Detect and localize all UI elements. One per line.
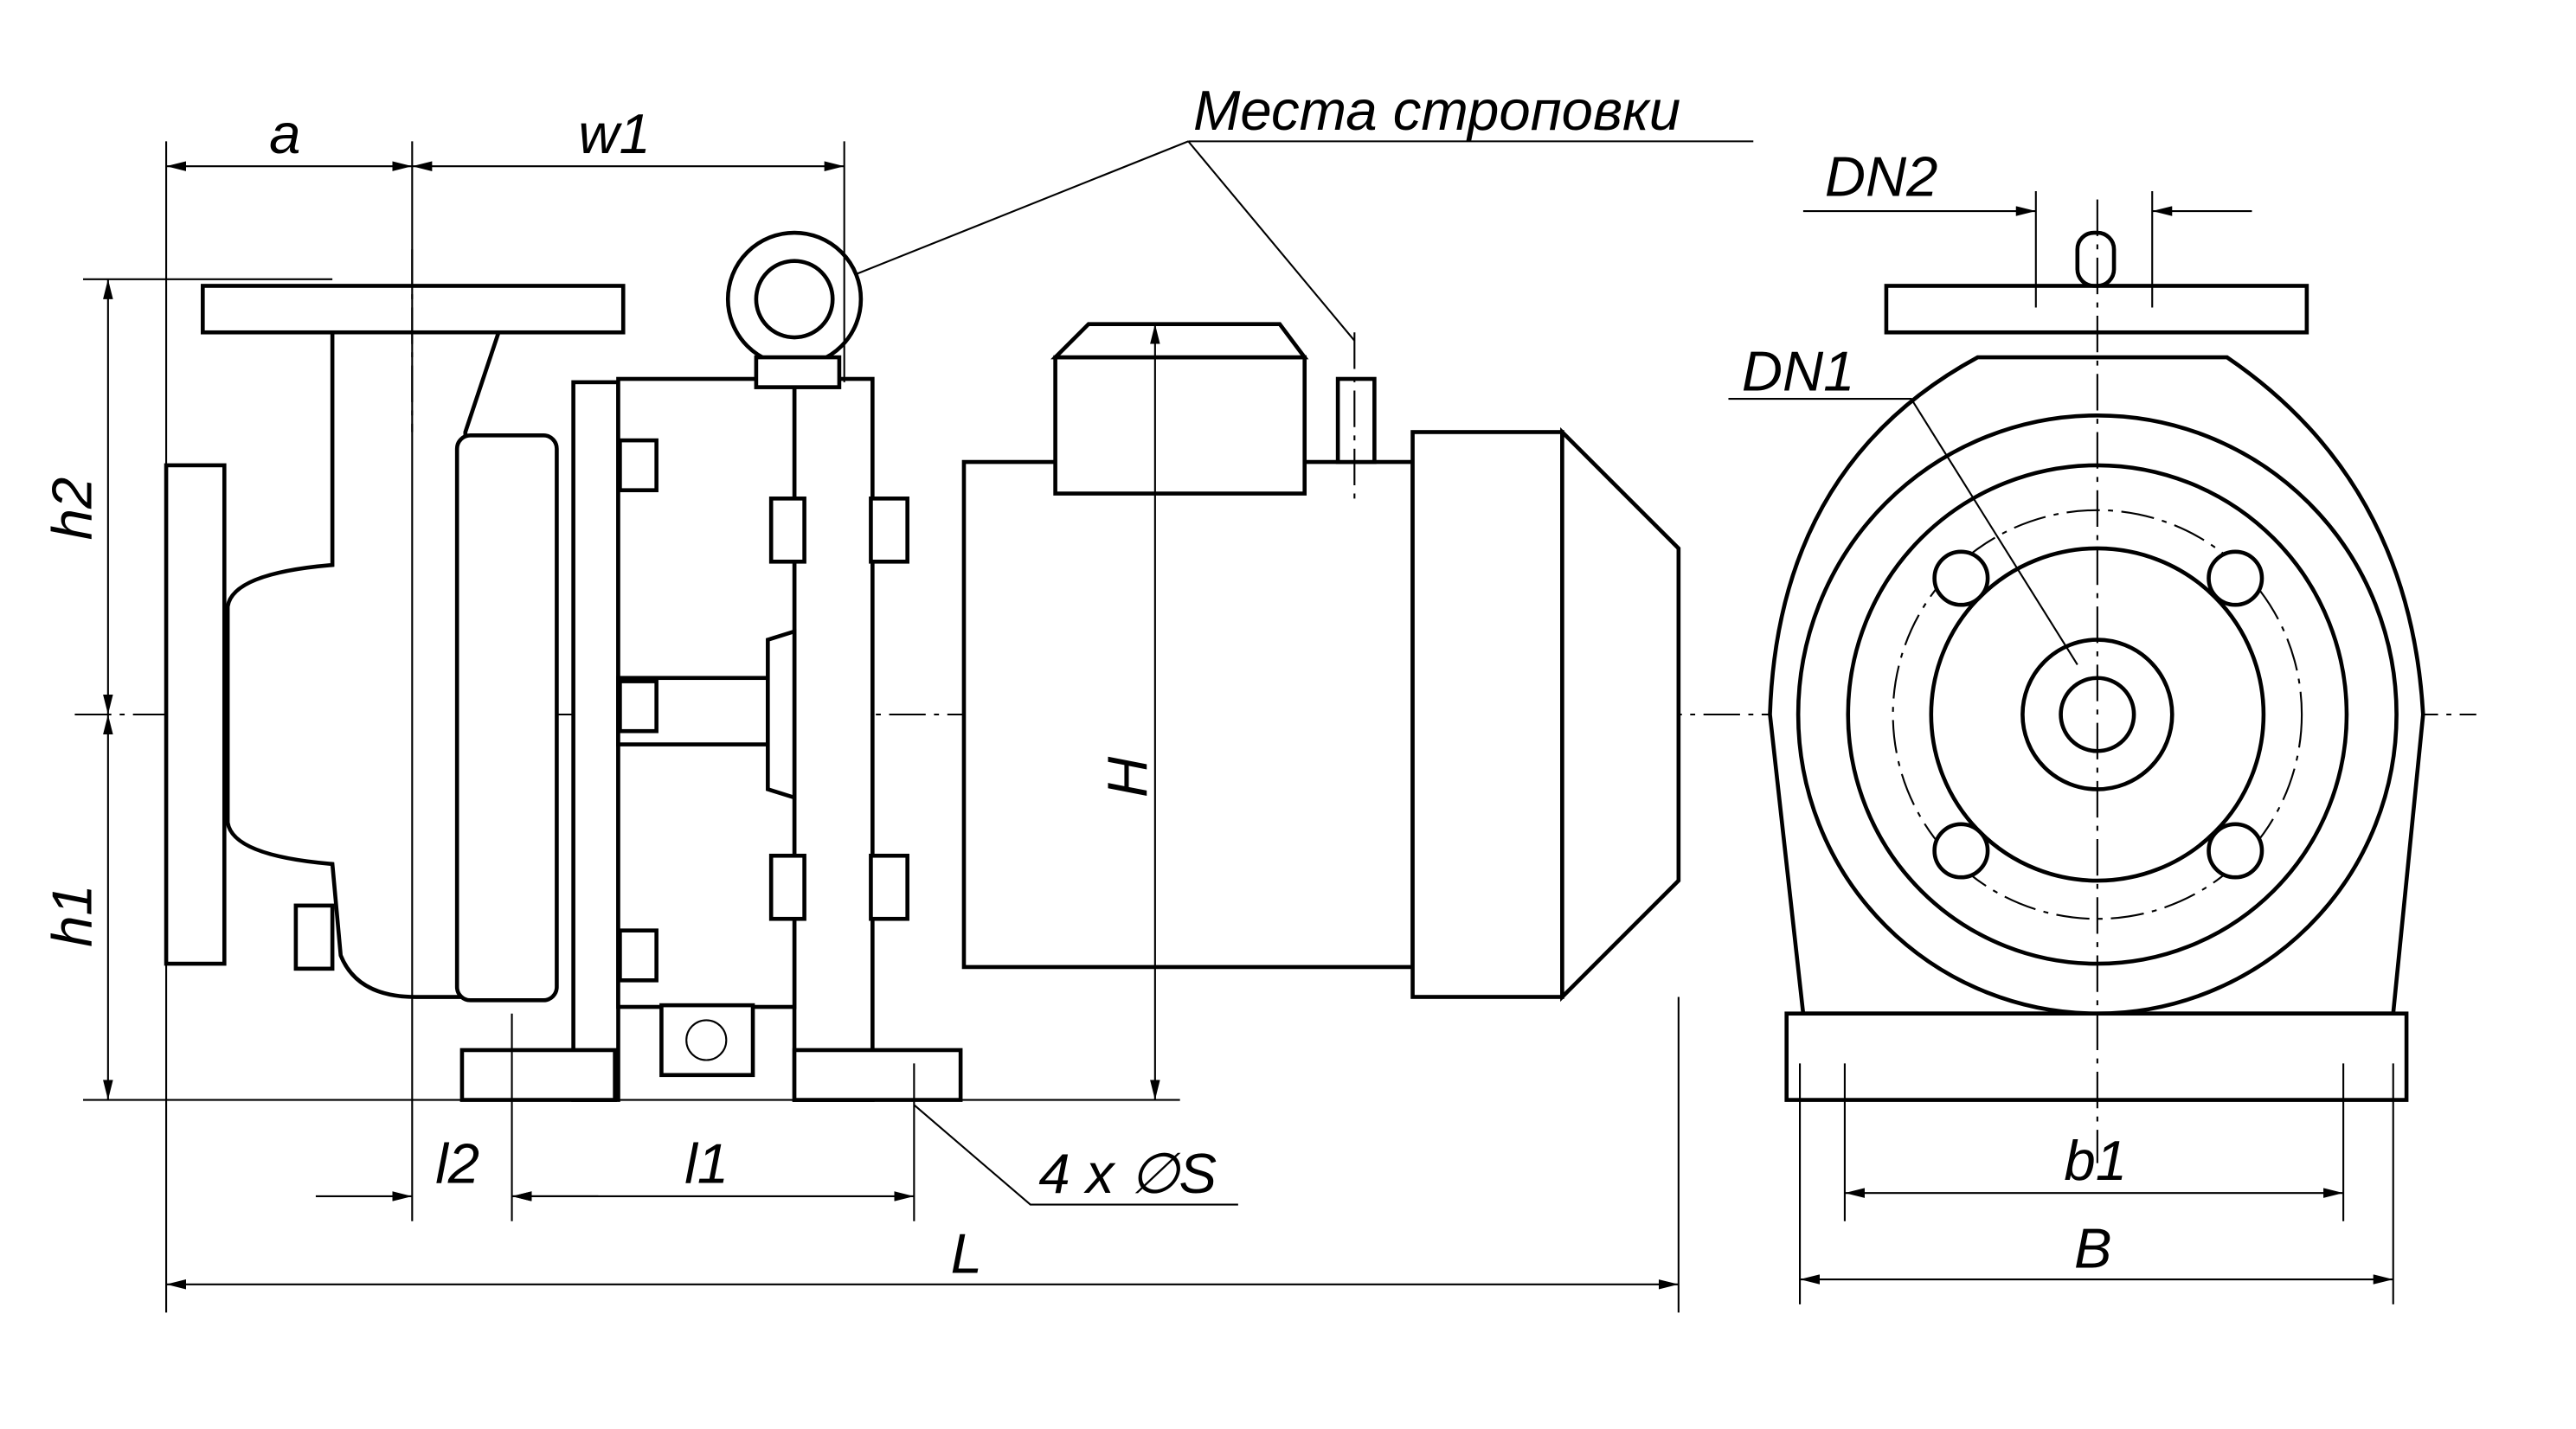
front-view: [1768, 199, 2425, 1163]
suction-flange: [164, 463, 227, 966]
dim-b1: b1: [2064, 1129, 2127, 1192]
dim-DN2: DN2: [1825, 145, 1938, 208]
foot-right: [792, 1048, 963, 1102]
dim-w1: w1: [578, 102, 650, 165]
casing-cover: [454, 433, 559, 1003]
dim-DN1: DN1: [1742, 339, 1855, 402]
lifting-points-label: Места строповки: [1193, 79, 1680, 142]
lifting-lug: [1335, 376, 1377, 465]
fan-cover-end: [1560, 426, 1681, 1003]
dim-a: a: [269, 102, 300, 165]
dim-holes: 4 x ∅S: [1038, 1142, 1217, 1205]
drain-bolt: [685, 1019, 728, 1061]
front-lifting-lug: [2075, 230, 2117, 288]
dim-h2: h2: [41, 477, 104, 541]
dim-l1: l1: [684, 1132, 729, 1195]
foot-left: [459, 1048, 617, 1102]
dim-L: L: [951, 1221, 982, 1285]
eyebolt: [725, 230, 864, 389]
dim-H: H: [1095, 756, 1159, 798]
bracket-left: [571, 380, 620, 1102]
side-view: [164, 230, 1681, 1102]
motor-body: [961, 459, 1415, 970]
coupling: [766, 628, 797, 801]
dim-l2: l2: [435, 1132, 479, 1195]
pump-casing: [225, 330, 502, 999]
bolts: [293, 438, 909, 983]
fan-cover: [1410, 430, 1564, 999]
bracket-right: [792, 376, 875, 1102]
terminal-box-lid: [1050, 322, 1309, 360]
flange-bolt-holes: [1932, 549, 2264, 880]
dim-B: B: [2074, 1217, 2112, 1280]
dim-h1: h1: [41, 884, 104, 947]
drain-plug: [659, 1003, 755, 1078]
terminal-box: [1053, 355, 1307, 496]
dimension-lines: [83, 140, 2394, 1313]
